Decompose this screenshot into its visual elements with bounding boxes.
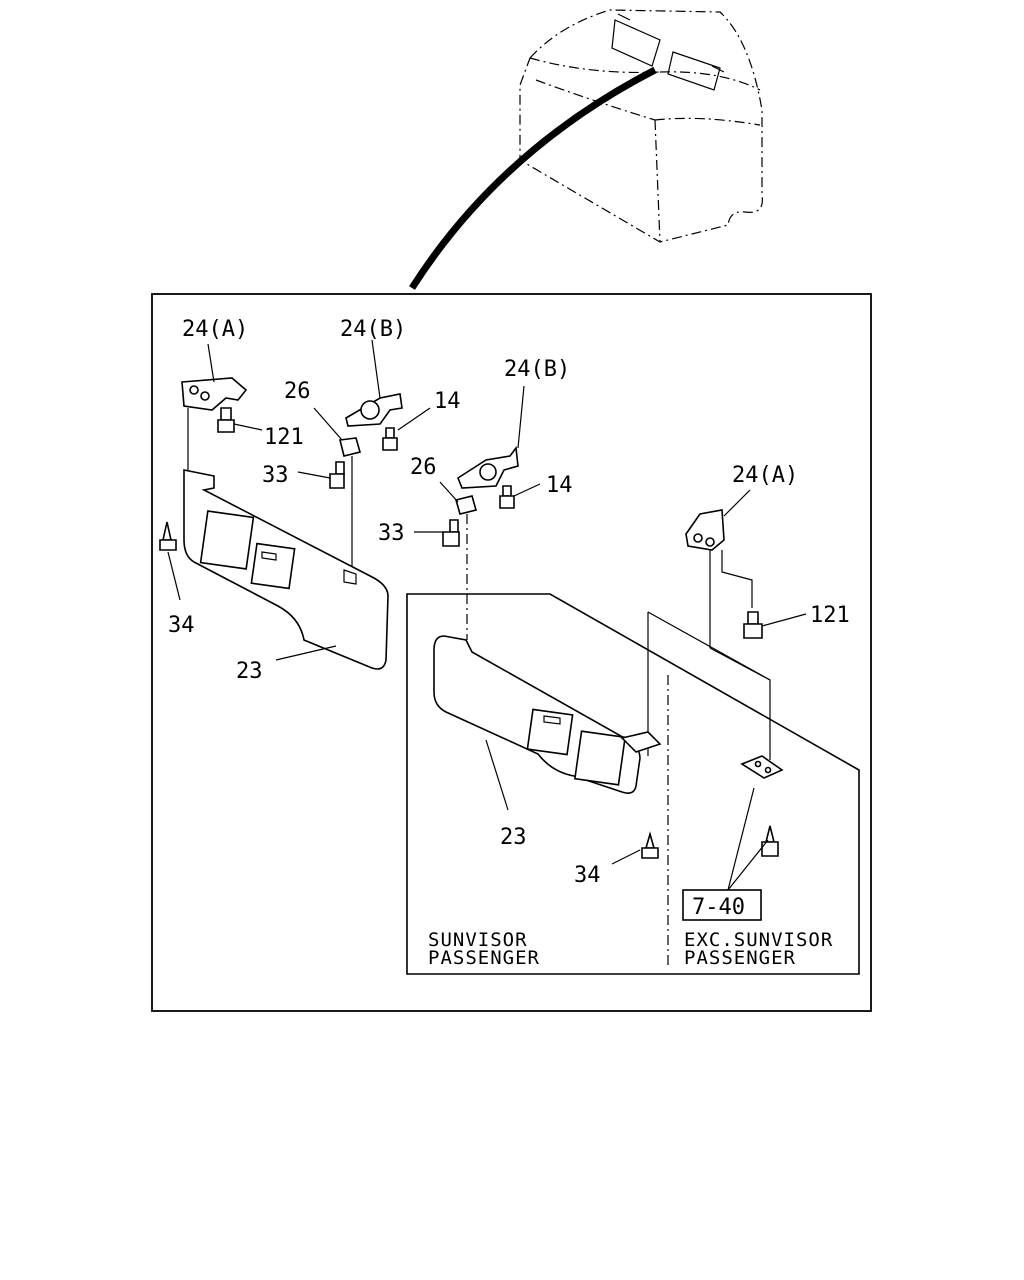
screw-121-right — [743, 611, 763, 639]
callout-24a-left: 24(A) — [182, 317, 248, 342]
callout-26-mid: 26 — [410, 455, 437, 480]
bracket-24a-left — [181, 377, 248, 411]
variant-frame — [406, 593, 860, 975]
callout-33-mid: 33 — [378, 521, 405, 546]
screw-33-mid — [442, 519, 460, 547]
bracket-24b-left — [345, 393, 403, 427]
screw-33-left — [329, 461, 345, 489]
screw-14-left — [382, 427, 398, 451]
note-right-line1: EXC.SUNVISOR — [684, 929, 833, 951]
note-left-line2: PASSENGER — [428, 947, 540, 969]
callout-23-left: 23 — [236, 659, 263, 684]
callout-14-left: 14 — [434, 389, 461, 414]
sunvisor-23-right — [433, 635, 662, 794]
clip-26-mid — [455, 495, 477, 515]
note-right-line2: PASSENGER — [684, 947, 796, 969]
screw-excl — [761, 825, 779, 857]
callout-leaders — [167, 339, 807, 891]
cab-overview — [519, 9, 763, 243]
screw-34-left — [159, 521, 177, 551]
reference-box-label: 7-40 — [692, 895, 745, 920]
callout-14-mid: 14 — [546, 473, 573, 498]
callout-121-left: 121 — [264, 425, 304, 450]
screw-14-mid — [499, 485, 515, 509]
bracket-24a-right — [685, 509, 725, 551]
bracket-24b-mid — [457, 445, 519, 489]
callout-34-right: 34 — [574, 863, 601, 888]
clip-26-left — [339, 437, 361, 457]
callout-33-left: 33 — [262, 463, 289, 488]
callout-24b-left: 24(B) — [340, 317, 406, 342]
callout-24a-right: 24(A) — [732, 463, 798, 488]
callout-26-left: 26 — [284, 379, 311, 404]
sunvisor-23-left — [183, 469, 389, 670]
callout-24b-mid: 24(B) — [504, 357, 570, 382]
screw-121-left — [217, 407, 235, 433]
reference-box[interactable] — [682, 889, 762, 921]
callout-121-right: 121 — [810, 603, 850, 628]
callout-23-right: 23 — [500, 825, 527, 850]
detail-frame — [151, 293, 872, 1012]
cab-leader-line — [409, 66, 657, 290]
callout-34-left: 34 — [168, 613, 195, 638]
screw-34-right — [641, 831, 659, 859]
holder-plate — [740, 755, 784, 779]
note-left-line1: SUNVISOR — [428, 929, 528, 951]
